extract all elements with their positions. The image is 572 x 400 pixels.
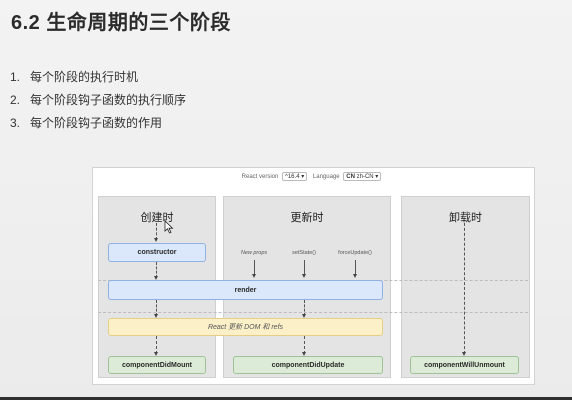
precommit-commit-divider (98, 312, 528, 313)
connector-line (156, 223, 157, 240)
react-update-dom-node: React 更新 DOM 和 refs (108, 318, 383, 336)
connector-line (156, 262, 157, 278)
connector-line (355, 260, 356, 274)
react-version-value: ^16.4 (285, 174, 300, 180)
arrow-icon (302, 274, 306, 278)
connector-line (464, 223, 465, 354)
list-item-text: 每个阶段的执行时机 (30, 70, 139, 84)
arrow-icon (154, 314, 158, 318)
mount-phase-title: 创建时 (140, 212, 174, 224)
component-did-update-node[interactable]: componentDidUpdate (233, 356, 383, 374)
chevron-down-icon: ▾ (375, 174, 379, 180)
language-value: zh-CN (356, 174, 374, 180)
mouse-cursor-icon (164, 220, 174, 234)
arrow-icon (302, 314, 306, 318)
trigger-force-update: forceUpdate() (338, 250, 372, 256)
connector-line (304, 300, 305, 316)
list-item-number: 1. (10, 70, 21, 84)
render-node[interactable]: render (108, 280, 383, 300)
react-version-select[interactable]: ^16.4 ▾ (282, 172, 308, 181)
lifecycle-diagram: React version ^16.4 ▾ Language CN zh-CN … (92, 167, 535, 385)
language-code: CN (346, 174, 355, 180)
unmount-phase-title: 卸载时 (449, 212, 482, 224)
key-points-list: 1. 每个阶段的执行时机 2. 每个阶段钩子函数的执行顺序 3. 每个阶段钩子函… (10, 66, 186, 135)
unmount-phase-column: 卸载时 (401, 196, 530, 378)
component-did-mount-node[interactable]: componentDidMount (108, 356, 206, 374)
component-will-unmount-node[interactable]: componentWillUnmount (410, 356, 519, 374)
constructor-node[interactable]: constructor (108, 243, 206, 262)
arrow-icon (252, 274, 256, 278)
bottom-bar (0, 397, 572, 400)
list-item-number: 2. (10, 93, 21, 107)
arrow-icon (302, 352, 306, 356)
arrow-icon (154, 276, 158, 280)
trigger-new-props: New props (240, 250, 268, 256)
diagram-selectors: React version ^16.4 ▾ Language CN zh-CN … (93, 172, 534, 181)
connector-line (156, 336, 157, 354)
update-phase-title: 更新时 (290, 212, 324, 224)
connector-line (304, 260, 305, 274)
react-version-label: React version (241, 174, 279, 180)
arrow-icon (154, 352, 158, 356)
list-item: 1. 每个阶段的执行时机 (10, 66, 186, 89)
list-item-number: 3. (10, 116, 21, 130)
connector-line (254, 260, 255, 274)
list-item-text: 每个阶段钩子函数的作用 (30, 116, 163, 130)
connector-line (156, 300, 157, 316)
arrow-icon (462, 352, 466, 356)
language-select[interactable]: CN zh-CN ▾ (343, 172, 382, 181)
language-label: Language (312, 174, 340, 180)
trigger-set-state: setState() (292, 250, 316, 256)
chevron-down-icon: ▾ (301, 174, 305, 180)
list-item-text: 每个阶段钩子函数的执行顺序 (30, 93, 187, 107)
connector-line (304, 336, 305, 354)
list-item: 2. 每个阶段钩子函数的执行顺序 (10, 89, 186, 112)
arrow-icon (154, 238, 158, 242)
slide-title: 6.2 生命周期的三个阶段 (11, 12, 231, 34)
arrow-icon (353, 274, 357, 278)
list-item: 3. 每个阶段钩子函数的作用 (10, 112, 186, 135)
